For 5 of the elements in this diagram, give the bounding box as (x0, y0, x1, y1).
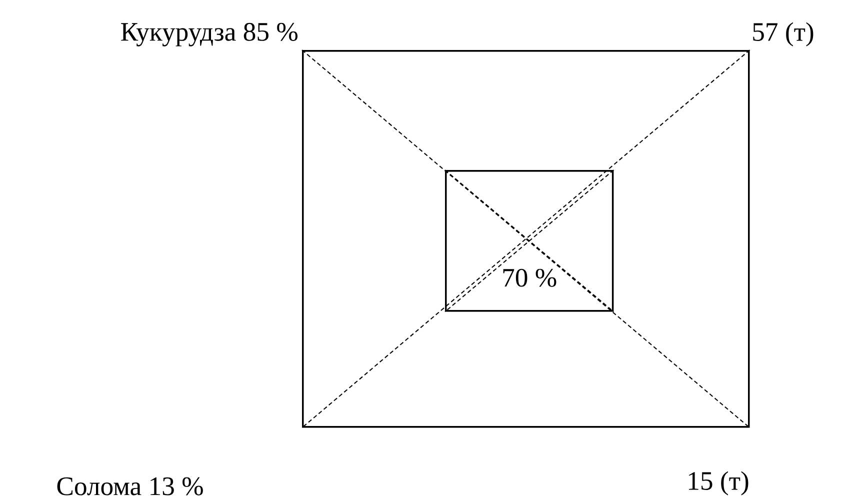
corner-label: Солома 13 % (57, 477, 203, 496)
inner-box: 70 % (444, 169, 614, 312)
corner-label: Кукурудза 85 % (121, 22, 298, 46)
corner-label: 57 (т) (753, 22, 814, 46)
corner-label: 15 (т) (688, 471, 748, 496)
